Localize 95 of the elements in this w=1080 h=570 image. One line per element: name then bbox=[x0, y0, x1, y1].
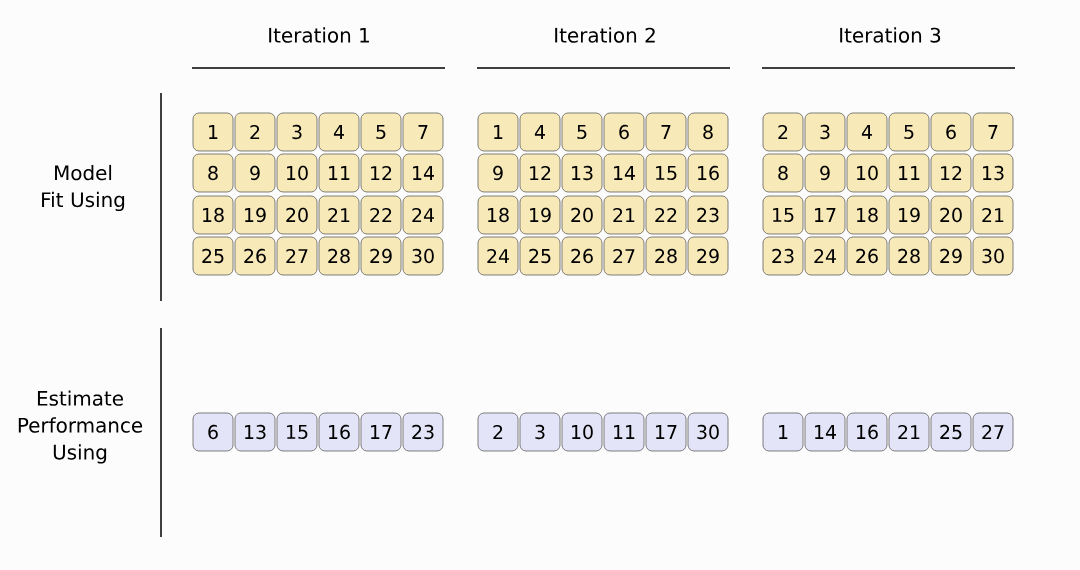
data-cell: 11 bbox=[888, 153, 930, 193]
data-cell: 14 bbox=[402, 153, 444, 193]
data-cell: 6 bbox=[603, 112, 645, 152]
data-cell: 3 bbox=[276, 112, 318, 152]
data-cell: 23 bbox=[687, 195, 729, 235]
data-cell: 14 bbox=[603, 153, 645, 193]
data-cell: 4 bbox=[318, 112, 360, 152]
row-label: Model Fit Using bbox=[42, 164, 125, 212]
data-cell: 26 bbox=[846, 236, 888, 276]
data-cell: 15 bbox=[762, 195, 804, 235]
data-cell: 5 bbox=[561, 112, 603, 152]
data-cell: 25 bbox=[192, 236, 234, 276]
data-cell: 28 bbox=[888, 236, 930, 276]
data-cell: 20 bbox=[561, 195, 603, 235]
data-cell: 30 bbox=[687, 412, 729, 452]
data-cell: 19 bbox=[519, 195, 561, 235]
data-cell: 9 bbox=[804, 153, 846, 193]
data-cell: 13 bbox=[561, 153, 603, 193]
data-cell: 18 bbox=[192, 195, 234, 235]
data-cell: 20 bbox=[276, 195, 318, 235]
data-cell: 12 bbox=[360, 153, 402, 193]
data-cell: 27 bbox=[276, 236, 318, 276]
data-cell: 1 bbox=[192, 112, 234, 152]
data-cell: 8 bbox=[687, 112, 729, 152]
data-cell: 29 bbox=[930, 236, 972, 276]
data-cell: 3 bbox=[804, 112, 846, 152]
data-cell: 9 bbox=[234, 153, 276, 193]
data-cell: 14 bbox=[804, 412, 846, 452]
data-cell: 25 bbox=[519, 236, 561, 276]
data-cell: 22 bbox=[360, 195, 402, 235]
data-cell: 13 bbox=[972, 153, 1014, 193]
data-cell: 30 bbox=[402, 236, 444, 276]
column-heading: Iteration 3 bbox=[840, 27, 941, 43]
data-cell: 28 bbox=[318, 236, 360, 276]
data-cell: 24 bbox=[402, 195, 444, 235]
data-cell: 28 bbox=[645, 236, 687, 276]
data-cell: 21 bbox=[318, 195, 360, 235]
data-cell: 18 bbox=[846, 195, 888, 235]
data-cell: 5 bbox=[888, 112, 930, 152]
data-cell: 13 bbox=[234, 412, 276, 452]
data-cell: 4 bbox=[846, 112, 888, 152]
data-cell: 8 bbox=[192, 153, 234, 193]
data-cell: 18 bbox=[477, 195, 519, 235]
data-cell: 2 bbox=[762, 112, 804, 152]
column-heading: Iteration 1 bbox=[269, 27, 369, 43]
data-cell: 21 bbox=[603, 195, 645, 235]
data-cell: 16 bbox=[318, 412, 360, 452]
data-cell: 20 bbox=[930, 195, 972, 235]
data-cell: 19 bbox=[888, 195, 930, 235]
data-cell: 15 bbox=[276, 412, 318, 452]
data-cell: 27 bbox=[972, 412, 1014, 452]
data-cell: 24 bbox=[477, 236, 519, 276]
data-cell: 2 bbox=[477, 412, 519, 452]
data-cell: 10 bbox=[846, 153, 888, 193]
data-cell: 27 bbox=[603, 236, 645, 276]
data-cell: 7 bbox=[972, 112, 1014, 152]
data-cell: 22 bbox=[645, 195, 687, 235]
data-cell: 2 bbox=[234, 112, 276, 152]
data-cell: 3 bbox=[519, 412, 561, 452]
column-heading: Iteration 2 bbox=[555, 27, 655, 43]
data-cell: 16 bbox=[687, 153, 729, 193]
data-cell: 21 bbox=[972, 195, 1014, 235]
data-cell: 1 bbox=[762, 412, 804, 452]
data-cell: 12 bbox=[519, 153, 561, 193]
data-cell: 6 bbox=[192, 412, 234, 452]
data-cell: 10 bbox=[561, 412, 603, 452]
data-cell: 16 bbox=[846, 412, 888, 452]
data-cell: 11 bbox=[318, 153, 360, 193]
data-cell: 15 bbox=[645, 153, 687, 193]
data-cell: 26 bbox=[561, 236, 603, 276]
data-cell: 23 bbox=[402, 412, 444, 452]
data-cell: 7 bbox=[402, 112, 444, 152]
data-cell: 7 bbox=[645, 112, 687, 152]
data-cell: 24 bbox=[804, 236, 846, 276]
data-cell: 30 bbox=[972, 236, 1014, 276]
data-cell: 17 bbox=[804, 195, 846, 235]
data-cell: 29 bbox=[360, 236, 402, 276]
data-cell: 21 bbox=[888, 412, 930, 452]
data-cell: 11 bbox=[603, 412, 645, 452]
data-cell: 4 bbox=[519, 112, 561, 152]
row-label: Estimate Performance Using bbox=[18, 390, 143, 464]
data-cell: 17 bbox=[645, 412, 687, 452]
data-cell: 8 bbox=[762, 153, 804, 193]
data-cell: 6 bbox=[930, 112, 972, 152]
data-cell: 23 bbox=[762, 236, 804, 276]
data-cell: 26 bbox=[234, 236, 276, 276]
data-cell: 17 bbox=[360, 412, 402, 452]
data-cell: 1 bbox=[477, 112, 519, 152]
data-cell: 9 bbox=[477, 153, 519, 193]
data-cell: 12 bbox=[930, 153, 972, 193]
data-cell: 25 bbox=[930, 412, 972, 452]
data-cell: 5 bbox=[360, 112, 402, 152]
data-cell: 19 bbox=[234, 195, 276, 235]
data-cell: 10 bbox=[276, 153, 318, 193]
data-cell: 29 bbox=[687, 236, 729, 276]
